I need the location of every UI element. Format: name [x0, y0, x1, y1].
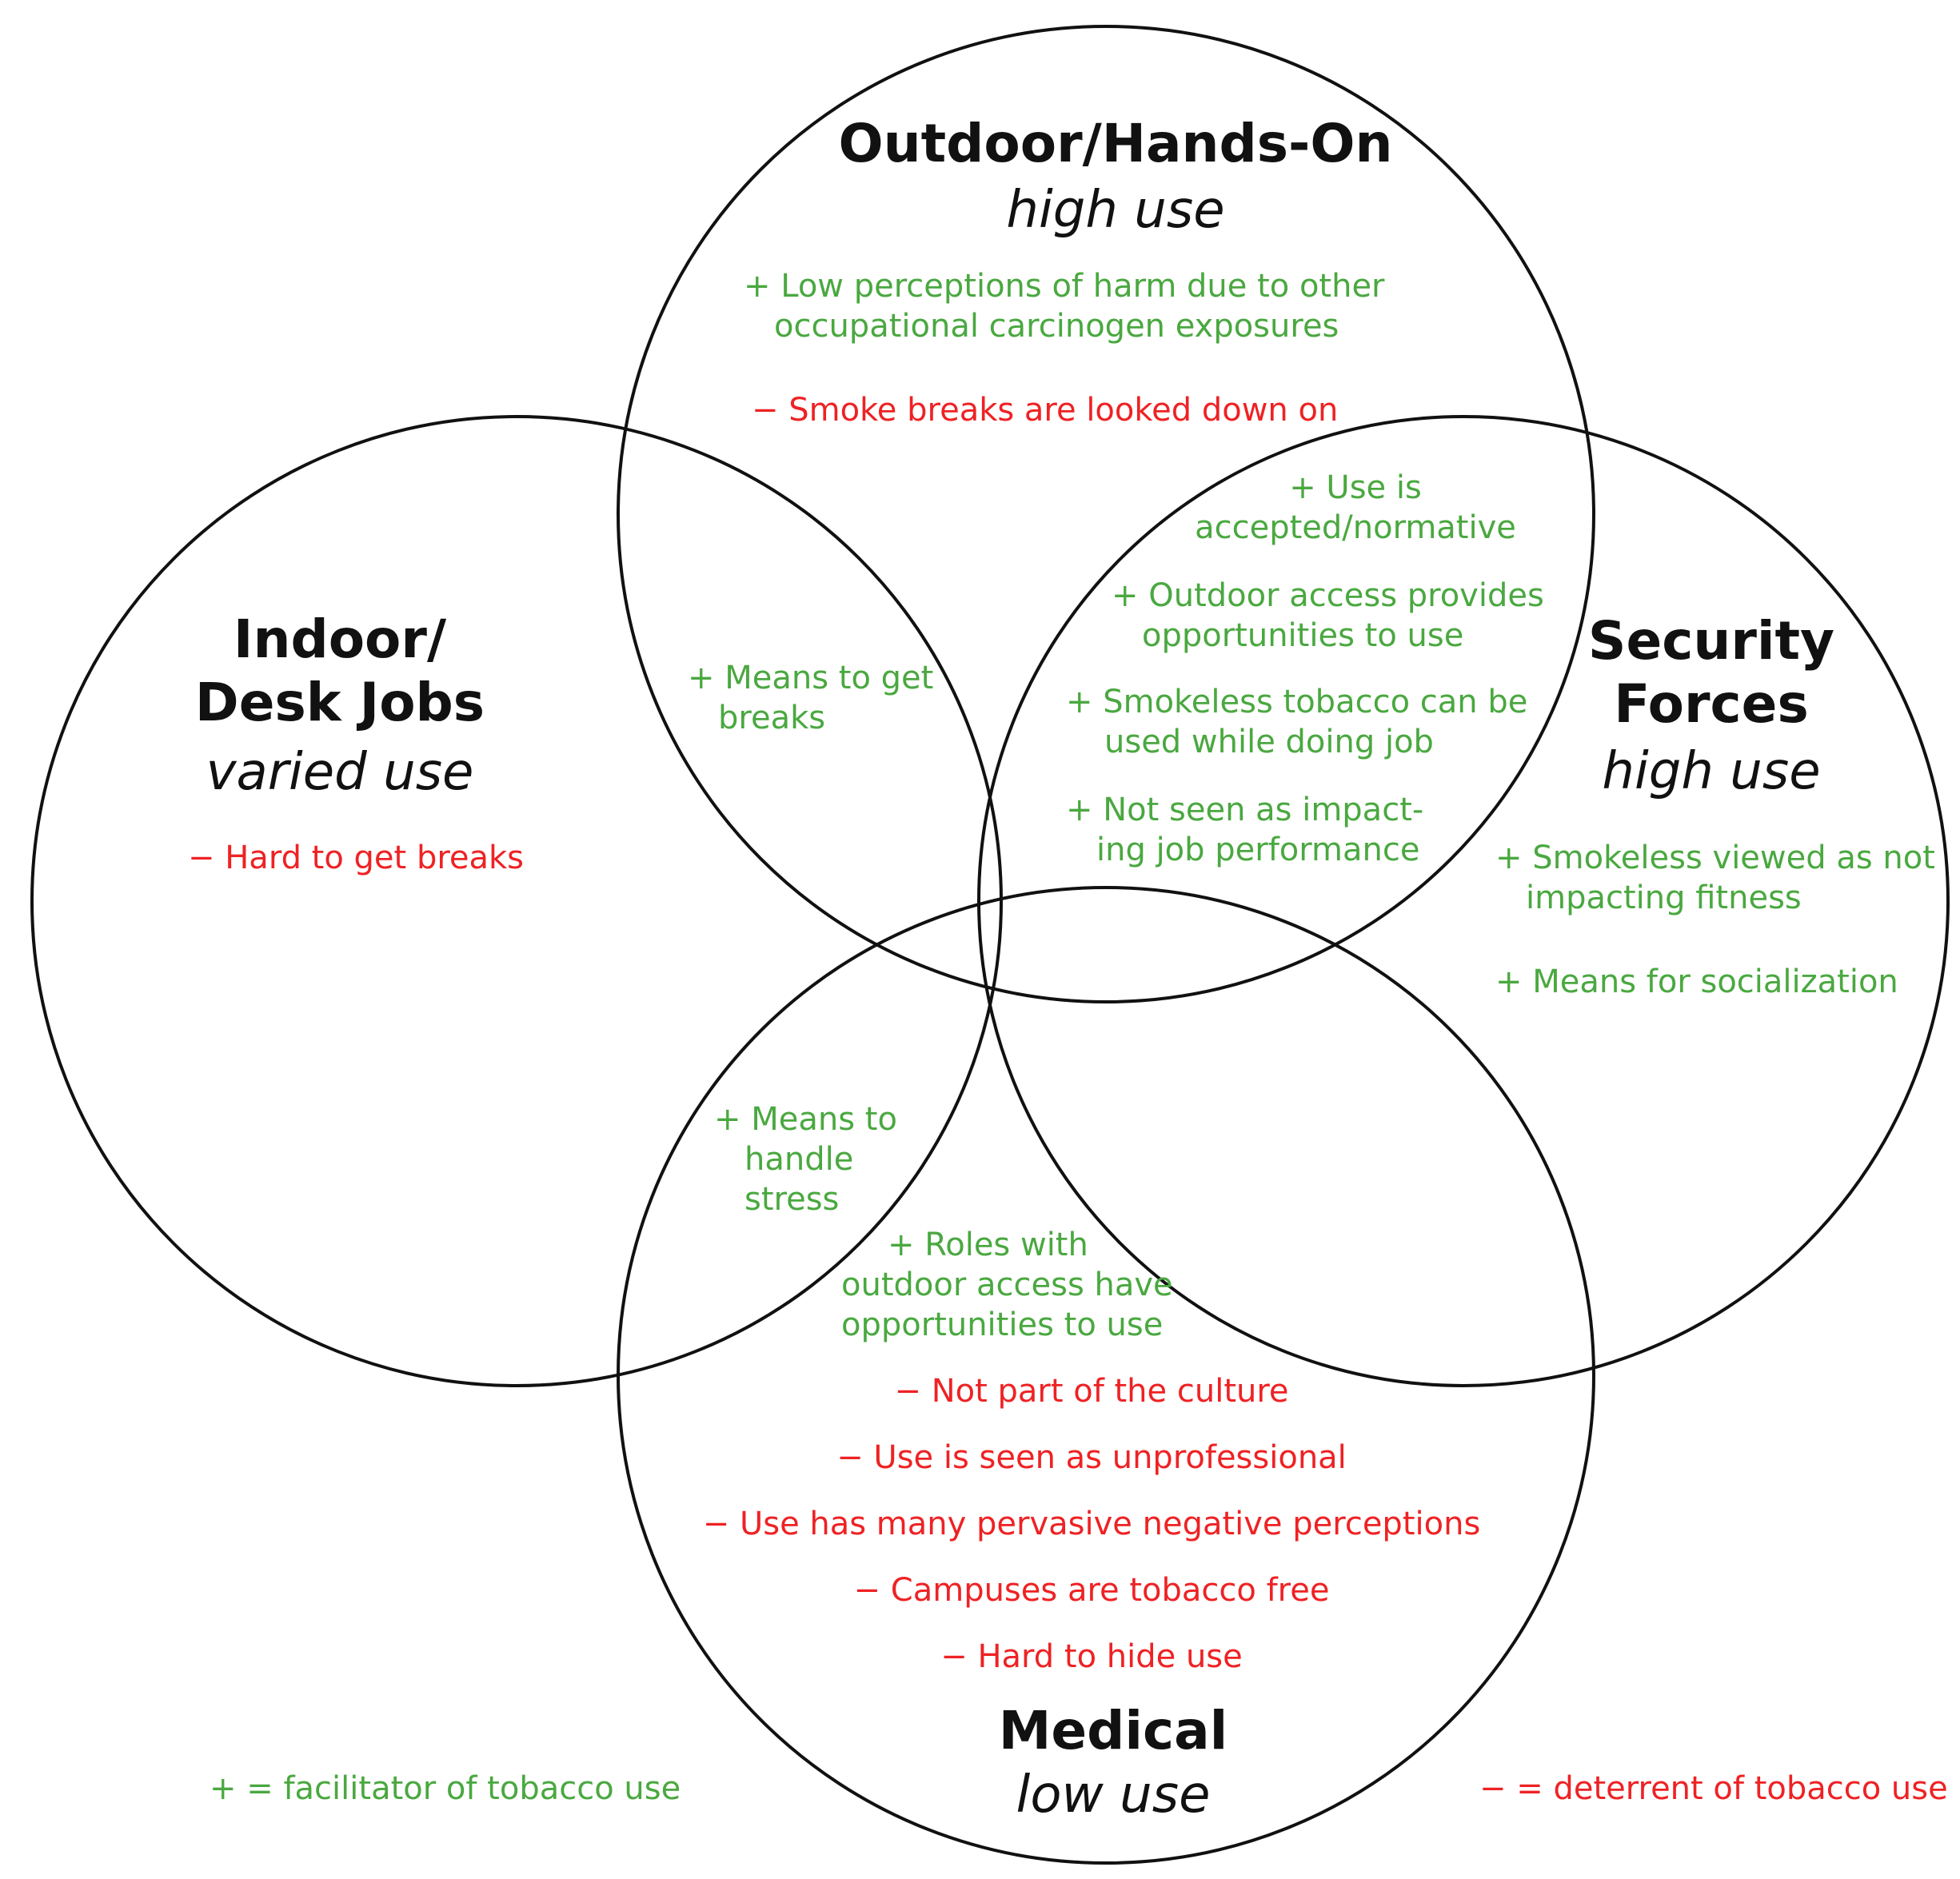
overlap-indoor-medical-stress: + Means to handle stress	[714, 1101, 897, 1218]
outdoor-factor-smoke-breaks: − Smoke breaks are looked down on	[752, 392, 1339, 429]
medical-factor-culture: − Not part of the culture	[894, 1373, 1289, 1410]
medical-usage: low use	[1016, 1765, 1211, 1825]
security-factor-fitness: + Smokeless viewed as not impacting fitn…	[1495, 840, 1935, 916]
circle-outdoor-hands-on	[617, 25, 1595, 1003]
indoor-factor-hard-breaks: − Hard to get breaks	[188, 840, 525, 876]
medical-factor-hide-use: − Hard to hide use	[940, 1638, 1243, 1675]
circle-security-forces	[977, 415, 1950, 1387]
outdoor-title: Outdoor/Hands-On	[838, 113, 1393, 174]
indoor-usage: varied use	[206, 743, 474, 802]
circle-indoor-desk-jobs	[30, 415, 1003, 1387]
outdoor-factor-low-harm: + Low perceptions of harm due to other o…	[744, 268, 1385, 345]
outdoor-usage: high use	[1006, 181, 1225, 240]
security-title: Security Forces	[1587, 610, 1835, 736]
overlap-outdoor-security-access: + Outdoor access provides opportunities …	[1112, 577, 1544, 654]
overlap-outdoor-indoor-breaks: + Means to get breaks	[688, 660, 934, 736]
medical-factor-tobacco-free: − Campuses are tobacco free	[853, 1572, 1330, 1609]
circle-medical	[617, 886, 1595, 1865]
medical-title: Medical	[998, 1700, 1228, 1761]
overlap-outdoor-security-accepted: + Use is accepted/normative	[1195, 469, 1516, 546]
medical-factor-unprofessional: − Use is seen as unprofessional	[836, 1439, 1347, 1476]
indoor-title: Indoor/ Desk Jobs	[194, 608, 485, 734]
medical-factor-negative-perceptions: − Use has many pervasive negative percep…	[702, 1506, 1481, 1542]
overlap-security-medical-roles: + Roles with outdoor access have opportu…	[841, 1227, 1173, 1343]
overlap-outdoor-security-performance: + Not seen as impact- ing job performanc…	[1066, 792, 1424, 868]
legend-facilitator: + = facilitator of tobacco use	[210, 1770, 681, 1807]
overlap-outdoor-security-smokeless: + Smokeless tobacco can be used while do…	[1066, 684, 1528, 760]
security-usage: high use	[1602, 742, 1821, 801]
security-factor-socialization: + Means for socialization	[1495, 963, 1898, 1000]
legend-deterrent: − = deterrent of tobacco use	[1479, 1770, 1948, 1807]
